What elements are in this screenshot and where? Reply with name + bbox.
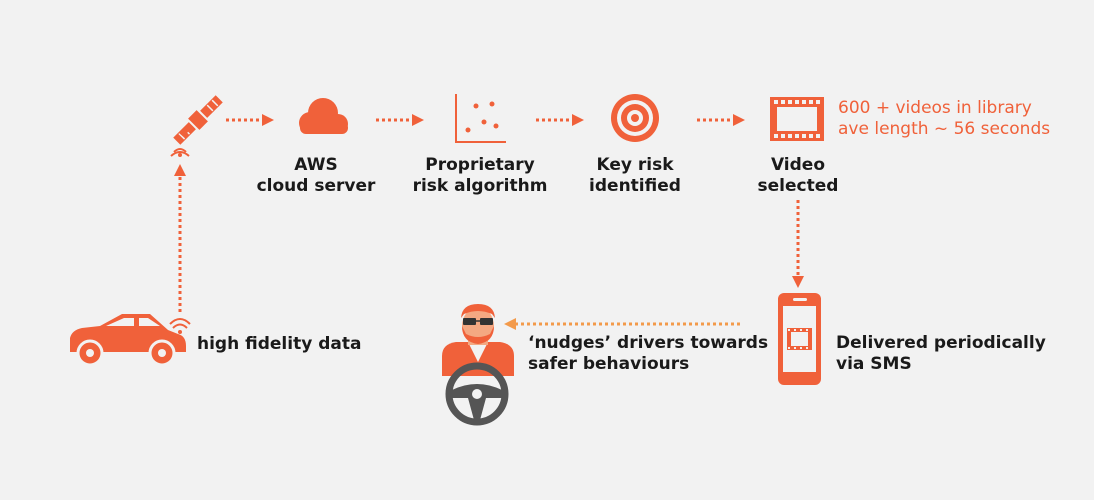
steering-wheel-icon [445, 362, 509, 426]
nudge-label: ‘nudges’ drivers towards safer behaviour… [528, 333, 769, 374]
library-note: 600 + videos in library ave length ~ 56 … [838, 98, 1051, 139]
satellite-icon [170, 95, 223, 157]
step-algorithm-label: Proprietary risk algorithm [412, 155, 548, 196]
target-icon [611, 94, 659, 142]
phone-label: Delivered periodically via SMS [836, 333, 1046, 374]
step-key-risk-label: Key risk identified [589, 155, 681, 196]
car-icon [70, 314, 186, 367]
step-video-label: Video selected [757, 155, 839, 196]
wifi-signal-icon [169, 318, 191, 334]
car-label: high fidelity data [197, 334, 362, 354]
cloud-icon [299, 98, 348, 134]
smartphone-icon [778, 293, 821, 385]
film-strip-icon [770, 97, 824, 141]
scatter-plot-icon [455, 94, 506, 143]
step-aws-label: AWS cloud server [256, 155, 376, 196]
